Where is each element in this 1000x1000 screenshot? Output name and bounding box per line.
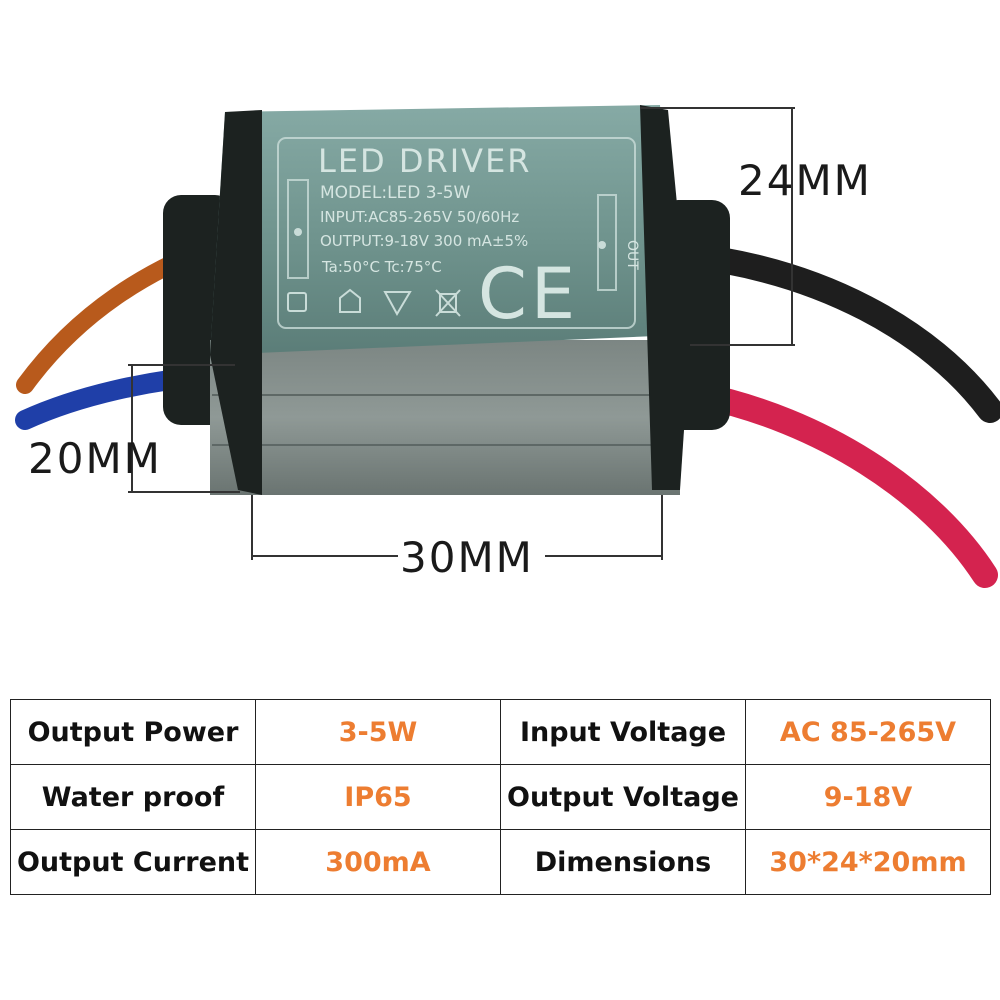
label-model: MODEL:LED 3-5W [320, 183, 471, 203]
label-input: INPUT:AC85-265V 50/60Hz [320, 208, 519, 226]
label-title: LED DRIVER [318, 142, 532, 180]
black-wire [672, 242, 1000, 423]
dimension-width [251, 495, 663, 560]
table-row: Output Power 3-5W Input Voltage AC 85-26… [10, 699, 991, 765]
case-front [210, 340, 680, 495]
house-icon [339, 288, 361, 313]
weee-bin-icon [435, 289, 461, 317]
label-output: OUTPUT:9-18V 300 mA±5% [320, 232, 528, 250]
dimension-height [640, 107, 795, 346]
label-temps: Ta:50°C Tc:75°C [321, 258, 442, 276]
spec-key: Output Voltage [500, 764, 746, 830]
spec-value: AC 85-265V [745, 699, 991, 765]
dimension-height-label: 24MM [738, 156, 872, 205]
label-out: OUT [624, 240, 640, 270]
spec-key: Output Power [10, 699, 256, 765]
spec-table: Output Power 3-5W Input Voltage AC 85-26… [10, 699, 991, 895]
spec-key: Output Current [10, 829, 256, 895]
table-row: Output Current 300mA Dimensions 30*24*20… [10, 829, 991, 895]
product-photo: LED DRIVER MODEL:LED 3-5W INPUT:AC85-265… [15, 105, 1000, 588]
spec-value: 300mA [255, 829, 501, 895]
dimension-depth-label: 20MM [28, 434, 162, 483]
spec-value: 30*24*20mm [745, 829, 991, 895]
triangle-icon [383, 291, 412, 317]
red-wire [687, 382, 998, 588]
spec-value: IP65 [255, 764, 501, 830]
ce-mark: CE [478, 253, 579, 335]
spec-key: Water proof [10, 764, 256, 830]
dimension-width-label: 30MM [400, 533, 534, 582]
dimension-depth [128, 364, 240, 493]
spec-value: 9-18V [745, 764, 991, 830]
case-top [210, 105, 680, 355]
left-end-cap [210, 110, 262, 495]
spec-key: Input Voltage [500, 699, 746, 765]
table-row: Water proof IP65 Output Voltage 9-18V [10, 764, 991, 830]
spec-value: 3-5W [255, 699, 501, 765]
spec-key: Dimensions [500, 829, 746, 895]
right-end-cap [640, 105, 690, 490]
